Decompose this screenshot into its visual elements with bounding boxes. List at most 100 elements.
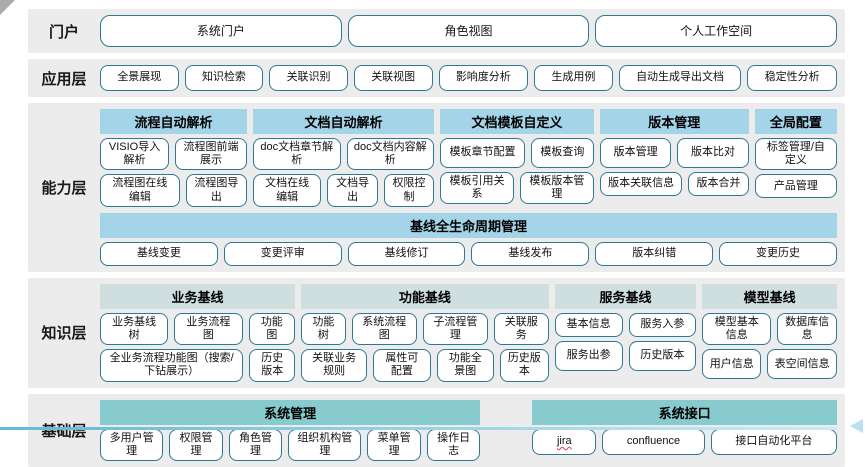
module-button[interactable]: 功能图: [248, 312, 296, 346]
button-row: 全业务流程功能图（搜索/下钻展示）历史版本: [100, 349, 296, 382]
button-row: 标签管理/自定义: [754, 138, 837, 171]
module-button[interactable]: 基线变更: [100, 241, 218, 266]
module-button[interactable]: 自动生成导出文档: [618, 65, 742, 91]
module-button[interactable]: 菜单管理: [367, 428, 421, 461]
module-button[interactable]: 服务出参: [554, 340, 623, 371]
module-button[interactable]: 全业务流程功能图（搜索/下钻展示）: [100, 349, 244, 382]
group-header: 全局配置: [754, 109, 837, 134]
layer-content-knowledge: 业务基线业务基线树业务流程图功能图全业务流程功能图（搜索/下钻展示）历史版本功能…: [100, 283, 837, 382]
group-header: 模型基线: [702, 283, 837, 309]
module-group: 流程自动解析 VISIO导入解析流程图前端展示流程图在线编辑流程图导出: [100, 109, 247, 207]
module-button[interactable]: 版本比对: [677, 138, 749, 168]
module-button[interactable]: 模板引用关系: [440, 172, 514, 205]
layer-content-application: 全景展现知识检索关联识别关联视图影响度分析生成用例自动生成导出文档稳定性分析: [100, 65, 837, 91]
button-row: 关联业务规则属性可配置功能全景图历史版本: [301, 349, 549, 382]
module-button[interactable]: 个人工作空间: [595, 15, 838, 47]
module-button[interactable]: 标签管理/自定义: [754, 138, 837, 171]
module-button[interactable]: 模板章节配置: [440, 138, 525, 168]
group-header: 流程自动解析: [100, 109, 247, 134]
module-button[interactable]: 历史版本: [628, 340, 697, 371]
module-button[interactable]: 基线发布: [471, 241, 590, 266]
module-button[interactable]: 全景展现: [100, 65, 179, 91]
module-button[interactable]: 历史版本: [499, 349, 549, 382]
module-button[interactable]: 属性可配置: [373, 349, 431, 382]
module-group: 版本管理版本管理版本比对版本关联信息版本合并: [599, 109, 749, 207]
button-row: 基线变更变更评审基线修订基线发布版本纠错变更历史: [100, 241, 837, 266]
module-button[interactable]: 文档导出: [327, 174, 378, 207]
module-button[interactable]: 产品管理: [754, 174, 837, 199]
module-button[interactable]: 业务基线树: [100, 312, 169, 346]
module-button[interactable]: 功能树: [301, 312, 346, 346]
group-header: 文档模板自定义: [440, 109, 594, 134]
module-button[interactable]: 服务入参: [628, 312, 697, 337]
module-button[interactable]: 版本合并: [688, 172, 749, 196]
module-button[interactable]: 关联视图: [353, 65, 433, 91]
module-button[interactable]: 版本关联信息: [599, 172, 683, 196]
module-button[interactable]: 模板查询: [530, 138, 594, 168]
module-button[interactable]: 表空间信息: [767, 349, 837, 380]
module-button[interactable]: 关联识别: [269, 65, 348, 91]
module-button[interactable]: VISIO导入解析: [100, 138, 170, 171]
module-button[interactable]: 权限控制: [383, 174, 435, 207]
module-button[interactable]: 基线修订: [347, 241, 466, 266]
module-button[interactable]: 基本信息: [554, 312, 623, 337]
module-button[interactable]: 数据库信息: [777, 312, 837, 346]
module-button[interactable]: 稳定性分析: [747, 65, 837, 91]
group-header: 系统接口: [532, 399, 837, 425]
module-button[interactable]: 业务流程图: [174, 312, 243, 346]
module-button[interactable]: 流程图前端展示: [175, 138, 247, 171]
group-header: 系统管理: [100, 399, 481, 425]
module-button[interactable]: 模型基本信息: [702, 312, 772, 346]
button-row: 模型基本信息数据库信息: [702, 312, 837, 346]
button-row: 业务基线树业务流程图功能图: [100, 312, 296, 346]
module-group: 功能基线功能树系统流程图子流程管理关联服务关联业务规则属性可配置功能全景图历史版…: [301, 283, 549, 382]
module-button[interactable]: 变更评审: [223, 241, 342, 266]
module-button[interactable]: 知识检索: [184, 65, 264, 91]
module-group: 系统管理多用户管理权限管理角色管理组织机构管理菜单管理操作日志: [100, 399, 481, 461]
module-button[interactable]: 流程图导出: [185, 174, 247, 207]
button-row: 多用户管理权限管理角色管理组织机构管理菜单管理操作日志: [100, 428, 481, 461]
module-button[interactable]: 用户信息: [702, 349, 762, 380]
module-button[interactable]: 关联业务规则: [301, 349, 368, 382]
button-row: 基本信息服务入参: [554, 312, 697, 337]
module-button[interactable]: confluence: [602, 428, 705, 455]
module-button[interactable]: jira: [532, 428, 597, 455]
module-button[interactable]: 历史版本: [249, 349, 296, 382]
button-row: 模板章节配置模板查询: [440, 138, 594, 168]
module-button[interactable]: 权限管理: [169, 428, 223, 461]
module-button[interactable]: 系统门户: [100, 15, 342, 47]
module-button[interactable]: 接口自动化平台: [710, 428, 838, 455]
corner-fold-decoration: [0, 0, 15, 15]
baseline-band-header: 基线全生命周期管理: [100, 212, 837, 238]
module-button[interactable]: 操作日志: [426, 428, 481, 461]
module-button[interactable]: 组织机构管理: [288, 428, 362, 461]
module-button[interactable]: 变更历史: [719, 241, 837, 266]
module-button[interactable]: 子流程管理: [422, 312, 488, 346]
module-button[interactable]: 多用户管理: [100, 428, 164, 461]
module-button[interactable]: 生成用例: [534, 65, 613, 91]
module-button[interactable]: 版本管理: [599, 138, 672, 168]
bottom-accent-line: [0, 427, 838, 430]
module-button[interactable]: doc文档章节解析: [252, 138, 341, 171]
module-button[interactable]: 角色视图: [347, 15, 590, 47]
layer-band-portal: 门户系统门户角色视图个人工作空间: [28, 9, 845, 53]
module-button[interactable]: 功能全景图: [436, 349, 494, 382]
module-button[interactable]: doc文档内容解析: [346, 138, 435, 171]
module-button[interactable]: 系统流程图: [351, 312, 417, 346]
module-button[interactable]: 流程图在线编辑: [100, 174, 180, 207]
button-row: 服务出参历史版本: [554, 340, 697, 371]
group-header: 功能基线: [301, 283, 549, 309]
module-group: 业务基线业务基线树业务流程图功能图全业务流程功能图（搜索/下钻展示）历史版本: [100, 283, 296, 382]
button-row: 版本关联信息版本合并: [599, 172, 749, 196]
module-button[interactable]: 版本纠错: [595, 241, 714, 266]
module-button[interactable]: 文档在线编辑: [252, 174, 322, 207]
module-group: 服务基线基本信息服务入参服务出参历史版本: [554, 283, 697, 382]
module-button[interactable]: 影响度分析: [438, 65, 529, 91]
module-button[interactable]: 关联服务: [493, 312, 549, 346]
module-button[interactable]: 角色管理: [228, 428, 283, 461]
module-button[interactable]: 模板版本管理: [519, 172, 594, 205]
